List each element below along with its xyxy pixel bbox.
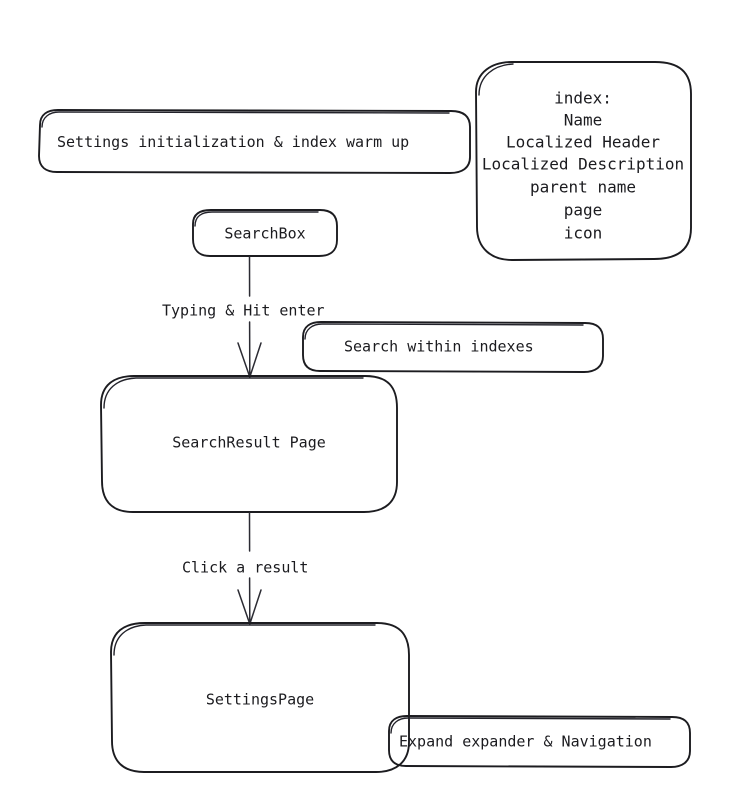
index-note-line-1: Name [564,111,603,130]
index-note-line-6: icon [564,224,603,243]
node-search-box-label: SearchBox [224,225,305,243]
node-search-result-page[interactable]: SearchResult Page [100,375,398,513]
index-note-line-3: Localized Description [482,155,684,174]
node-search-result-page-sketch-accent [103,377,364,409]
settings-init-note-shape [38,109,471,174]
node-settings-page-sketch-accent [113,624,376,656]
expand-expander-note-shape [388,715,691,768]
node-search-box[interactable]: SearchBox [192,209,338,257]
index-note: index: Name Localized Header Localized D… [475,61,692,261]
node-settings-page[interactable]: SettingsPage [110,622,410,773]
node-settings-page-label: SettingsPage [206,691,314,709]
search-within-indexes-note-label: Search within indexes [344,338,534,356]
settings-init-note-label: Settings initialization & index warm up [57,133,409,151]
index-note-line-0: index: [554,89,612,108]
expand-expander-note-sketch-accent [390,717,671,734]
node-settings-page-shape[interactable] [110,622,410,773]
search-within-indexes-note: Search within indexes [302,321,604,373]
node-search-result-page-label: SearchResult Page [172,434,326,452]
edge-click-a-result: Click a result [182,512,308,625]
search-within-indexes-note-shape [302,321,604,373]
index-note-sketch-accent [478,63,514,96]
edge-typing-hit-enter: Typing & Hit enter [162,256,325,378]
search-within-indexes-note-sketch-accent [304,323,584,340]
node-search-box-shape[interactable] [192,209,338,257]
edge-typing-hit-enter-arrowhead [237,342,262,378]
index-note-line-4: parent name [530,178,636,197]
node-search-box-sketch-accent [194,211,319,227]
index-note-shape [475,61,692,261]
expand-expander-note-label: Expand expander & Navigation [399,733,652,751]
edge-typing-hit-enter-label: Typing & Hit enter [162,302,325,320]
edge-click-a-result-label: Click a result [182,559,308,577]
index-note-line-5: page [564,201,603,220]
settings-init-note: Settings initialization & index warm up [38,109,471,174]
index-note-line-2: Localized Header [506,133,660,152]
edge-click-a-result-arrowhead [237,589,262,625]
settings-init-note-sketch-accent [41,111,450,128]
node-search-result-page-shape[interactable] [100,375,398,513]
expand-expander-note: Expand expander & Navigation [388,715,691,768]
